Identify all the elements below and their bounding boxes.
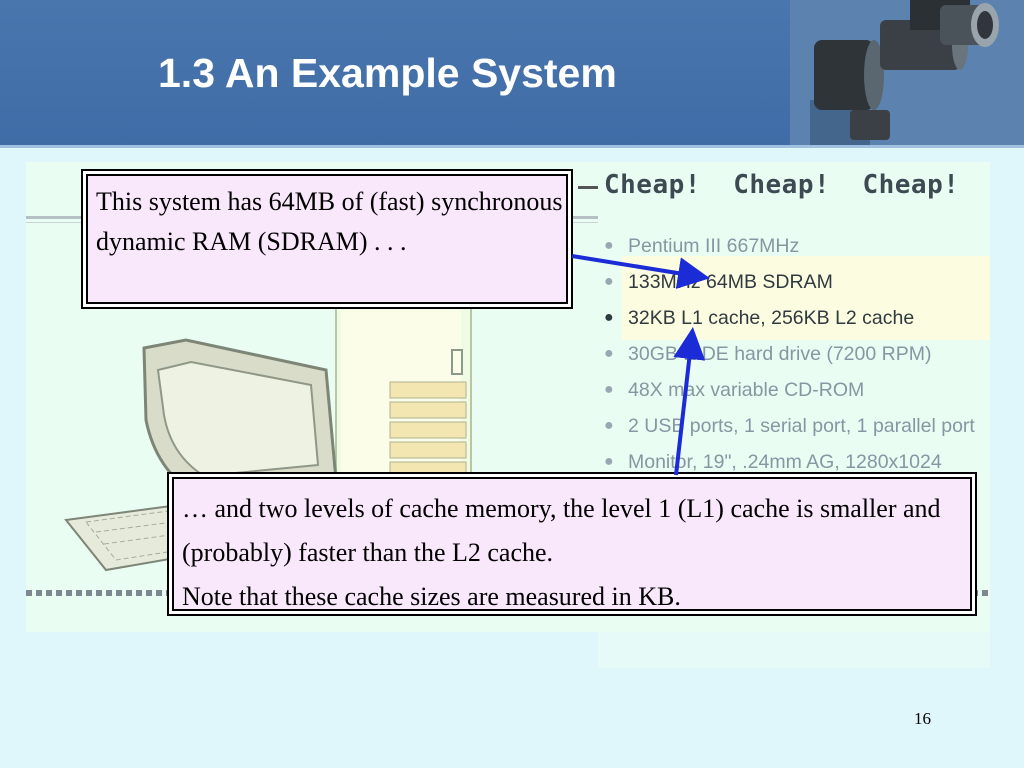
callout-cache-note: Note that these cache sizes are measured… [182, 582, 681, 611]
ad-dashed-rule-left [26, 590, 176, 596]
advertisement-image-lower [598, 632, 990, 668]
ad-headline: Cheap! Cheap! Cheap! [604, 170, 960, 200]
page-number: 16 [914, 709, 931, 728]
callout-sdram-text: This system has 64MB of (fast) synchrono… [96, 187, 563, 256]
headline-dash [578, 186, 598, 189]
ad-dashed-rule-right [972, 590, 990, 596]
callout-sdram: This system has 64MB of (fast) synchrono… [86, 174, 568, 304]
slide-header: 1.3 An Example System [0, 0, 1024, 148]
pipe-decoration [790, 0, 1024, 148]
header-divider [0, 145, 1024, 148]
spec-highlight [622, 256, 990, 340]
callout-cache-text: … and two levels of cache memory, the le… [182, 494, 941, 567]
slide-title: 1.3 An Example System [158, 50, 617, 96]
callout-cache: … and two levels of cache memory, the le… [172, 477, 972, 611]
